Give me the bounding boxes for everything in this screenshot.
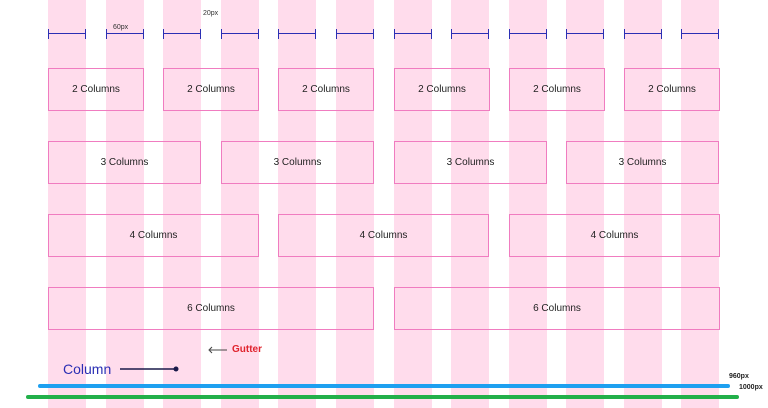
grid-column — [681, 0, 719, 408]
span-box-3-columns: 3 Columns — [394, 141, 547, 184]
span-box-2-columns: 2 Columns — [48, 68, 144, 111]
column-label: Column — [63, 361, 112, 377]
grid-column — [163, 0, 201, 408]
column-dimension-marker — [509, 29, 547, 39]
column-dimension-marker — [278, 29, 316, 39]
column-dimension-marker — [163, 29, 201, 39]
grid-column — [566, 0, 604, 408]
span-box-6-columns: 6 Columns — [394, 287, 720, 330]
outer-width-label: 1000px — [739, 384, 763, 391]
span-box-2-columns: 2 Columns — [163, 68, 259, 111]
grid-column — [624, 0, 662, 408]
column-dimension-marker — [624, 29, 662, 39]
grid-column — [336, 0, 374, 408]
column-dimension-marker — [336, 29, 374, 39]
column-dimension-marker — [681, 29, 719, 39]
span-box-3-columns: 3 Columns — [48, 141, 201, 184]
grid-column — [451, 0, 489, 408]
gutter-pointer-arrow — [208, 346, 227, 354]
column-dimension-marker — [394, 29, 432, 39]
column-dimension-marker — [451, 29, 489, 39]
span-box-2-columns: 2 Columns — [278, 68, 374, 111]
column-dimension-marker — [48, 29, 86, 39]
grid-column — [394, 0, 432, 408]
gutter-label: Gutter — [232, 344, 262, 355]
span-box-4-columns: 4 Columns — [48, 214, 259, 257]
column-pointer-line — [120, 366, 179, 372]
span-box-2-columns: 2 Columns — [509, 68, 605, 111]
grid-column — [106, 0, 144, 408]
inner-width-label: 960px — [729, 373, 749, 380]
grid-column — [278, 0, 316, 408]
gutter-width-label: 20px — [203, 10, 219, 17]
span-box-4-columns: 4 Columns — [509, 214, 720, 257]
column-dimension-marker — [106, 29, 144, 39]
span-box-3-columns: 3 Columns — [566, 141, 719, 184]
span-box-6-columns: 6 Columns — [48, 287, 374, 330]
span-box-4-columns: 4 Columns — [278, 214, 489, 257]
outer-width-bar — [26, 395, 739, 399]
span-box-3-columns: 3 Columns — [221, 141, 374, 184]
span-box-2-columns: 2 Columns — [624, 68, 720, 111]
column-width-label: 60px — [113, 24, 129, 31]
grid-column — [509, 0, 547, 408]
inner-width-bar — [38, 384, 730, 388]
column-dimension-marker — [566, 29, 604, 39]
grid-column — [48, 0, 86, 408]
span-box-2-columns: 2 Columns — [394, 68, 490, 111]
column-dimension-marker — [221, 29, 259, 39]
